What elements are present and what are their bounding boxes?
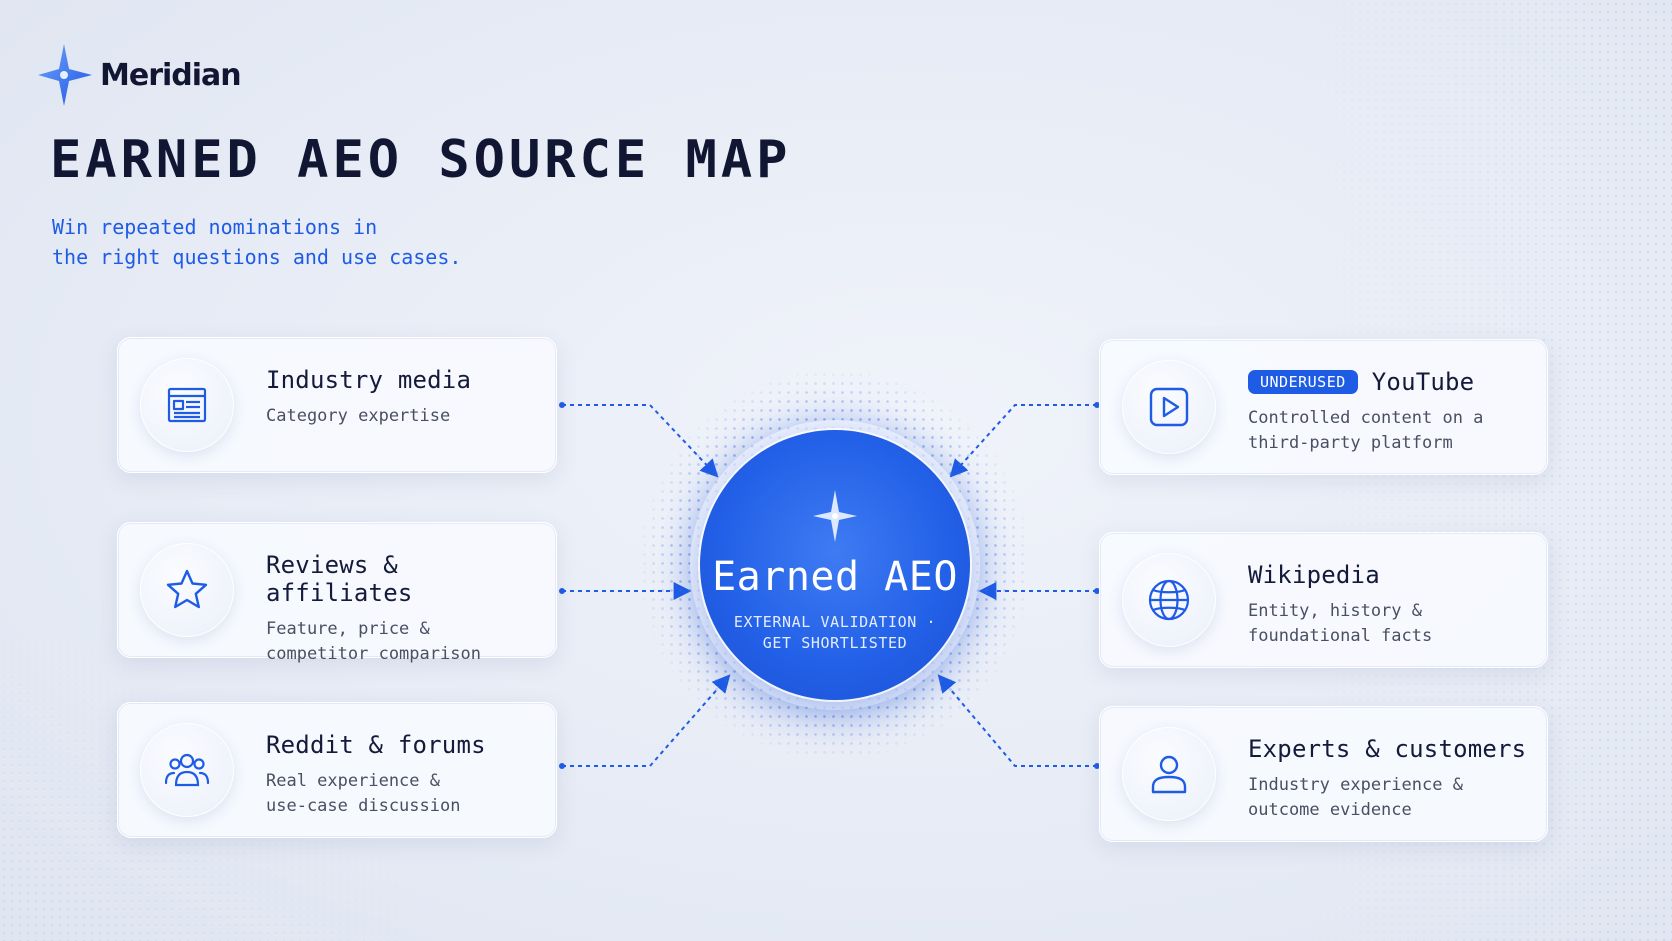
source-description: Controlled content on a third-party plat… xyxy=(1248,406,1531,456)
page-subtitle: Win repeated nominations in the right qu… xyxy=(52,212,461,272)
page-title: EARNED AEO SOURCE MAP xyxy=(50,130,792,190)
source-description-line: use-case discussion xyxy=(266,796,461,816)
source-description-line: foundational facts xyxy=(1248,626,1433,646)
icon-badge xyxy=(1122,553,1216,647)
four-point-star-icon xyxy=(38,44,92,106)
source-title: YouTube xyxy=(1371,368,1475,396)
icon-badge xyxy=(1122,727,1216,821)
icon-badge xyxy=(1122,360,1216,454)
icon-badge xyxy=(140,543,234,637)
newspaper-icon xyxy=(167,387,207,423)
subtitle-line: the right questions and use cases. xyxy=(52,245,462,269)
play-button-icon xyxy=(1149,387,1189,427)
source-description-line: Category expertise xyxy=(266,406,451,426)
four-point-star-icon xyxy=(813,490,857,542)
source-description: Feature, price & competitor comparison xyxy=(266,617,540,667)
source-description: Entity, history & foundational facts xyxy=(1248,599,1531,649)
source-card-reddit-forums: Reddit & forums Real experience & use-ca… xyxy=(117,702,557,838)
globe-icon xyxy=(1148,579,1190,621)
source-title: Experts & customers xyxy=(1248,735,1527,763)
source-title: Reddit & forums xyxy=(266,731,486,759)
source-description-line: Feature, price & xyxy=(266,619,430,639)
source-card-experts-customers: Experts & customers Industry experience … xyxy=(1099,706,1548,842)
source-description: Real experience & use-case discussion xyxy=(266,769,540,819)
brand: Meridian xyxy=(38,42,242,108)
star-icon xyxy=(166,569,208,609)
source-title: Industry media xyxy=(266,366,472,394)
source-card-wikipedia: Wikipedia Entity, history & foundational… xyxy=(1099,532,1548,668)
icon-badge xyxy=(140,358,234,452)
source-description: Industry experience & outcome evidence xyxy=(1248,773,1531,823)
hub-subtitle-line: GET SHORTLISTED xyxy=(762,634,908,652)
source-description-line: third-party platform xyxy=(1248,433,1453,453)
source-description-line: Controlled content on a xyxy=(1248,408,1484,428)
underused-badge: UNDERUSED xyxy=(1248,370,1358,394)
source-description-line: Industry experience & xyxy=(1248,775,1463,795)
source-card-reviews-affiliates: Reviews & affiliates Feature, price & co… xyxy=(117,522,557,664)
source-description-line: Entity, history & xyxy=(1248,601,1422,621)
source-title: Wikipedia xyxy=(1248,561,1380,589)
icon-badge xyxy=(140,723,234,817)
source-card-youtube: UNDERUSED YouTube Controlled content on … xyxy=(1099,339,1548,475)
brand-name: Meridian xyxy=(100,57,242,93)
source-title: Reviews & affiliates xyxy=(266,551,413,607)
source-title-row: UNDERUSED YouTube xyxy=(1248,368,1531,396)
source-description-line: competitor comparison xyxy=(266,644,481,664)
person-icon xyxy=(1151,755,1187,794)
users-group-icon xyxy=(164,753,210,787)
hub-subtitle-line: EXTERNAL VALIDATION · xyxy=(733,613,937,631)
source-description: Category expertise xyxy=(266,404,540,429)
subtitle-line: Win repeated nominations in xyxy=(52,215,378,239)
earned-aeo-hub: Earned AEO EXTERNAL VALIDATION · GET SHO… xyxy=(700,430,970,700)
hub-title: Earned AEO xyxy=(712,554,958,600)
source-card-industry-media: Industry media Category expertise xyxy=(117,337,557,473)
hub-subtitle: EXTERNAL VALIDATION · GET SHORTLISTED xyxy=(710,612,960,654)
source-description-line: outcome evidence xyxy=(1248,800,1412,820)
source-description-line: Real experience & xyxy=(266,771,440,791)
